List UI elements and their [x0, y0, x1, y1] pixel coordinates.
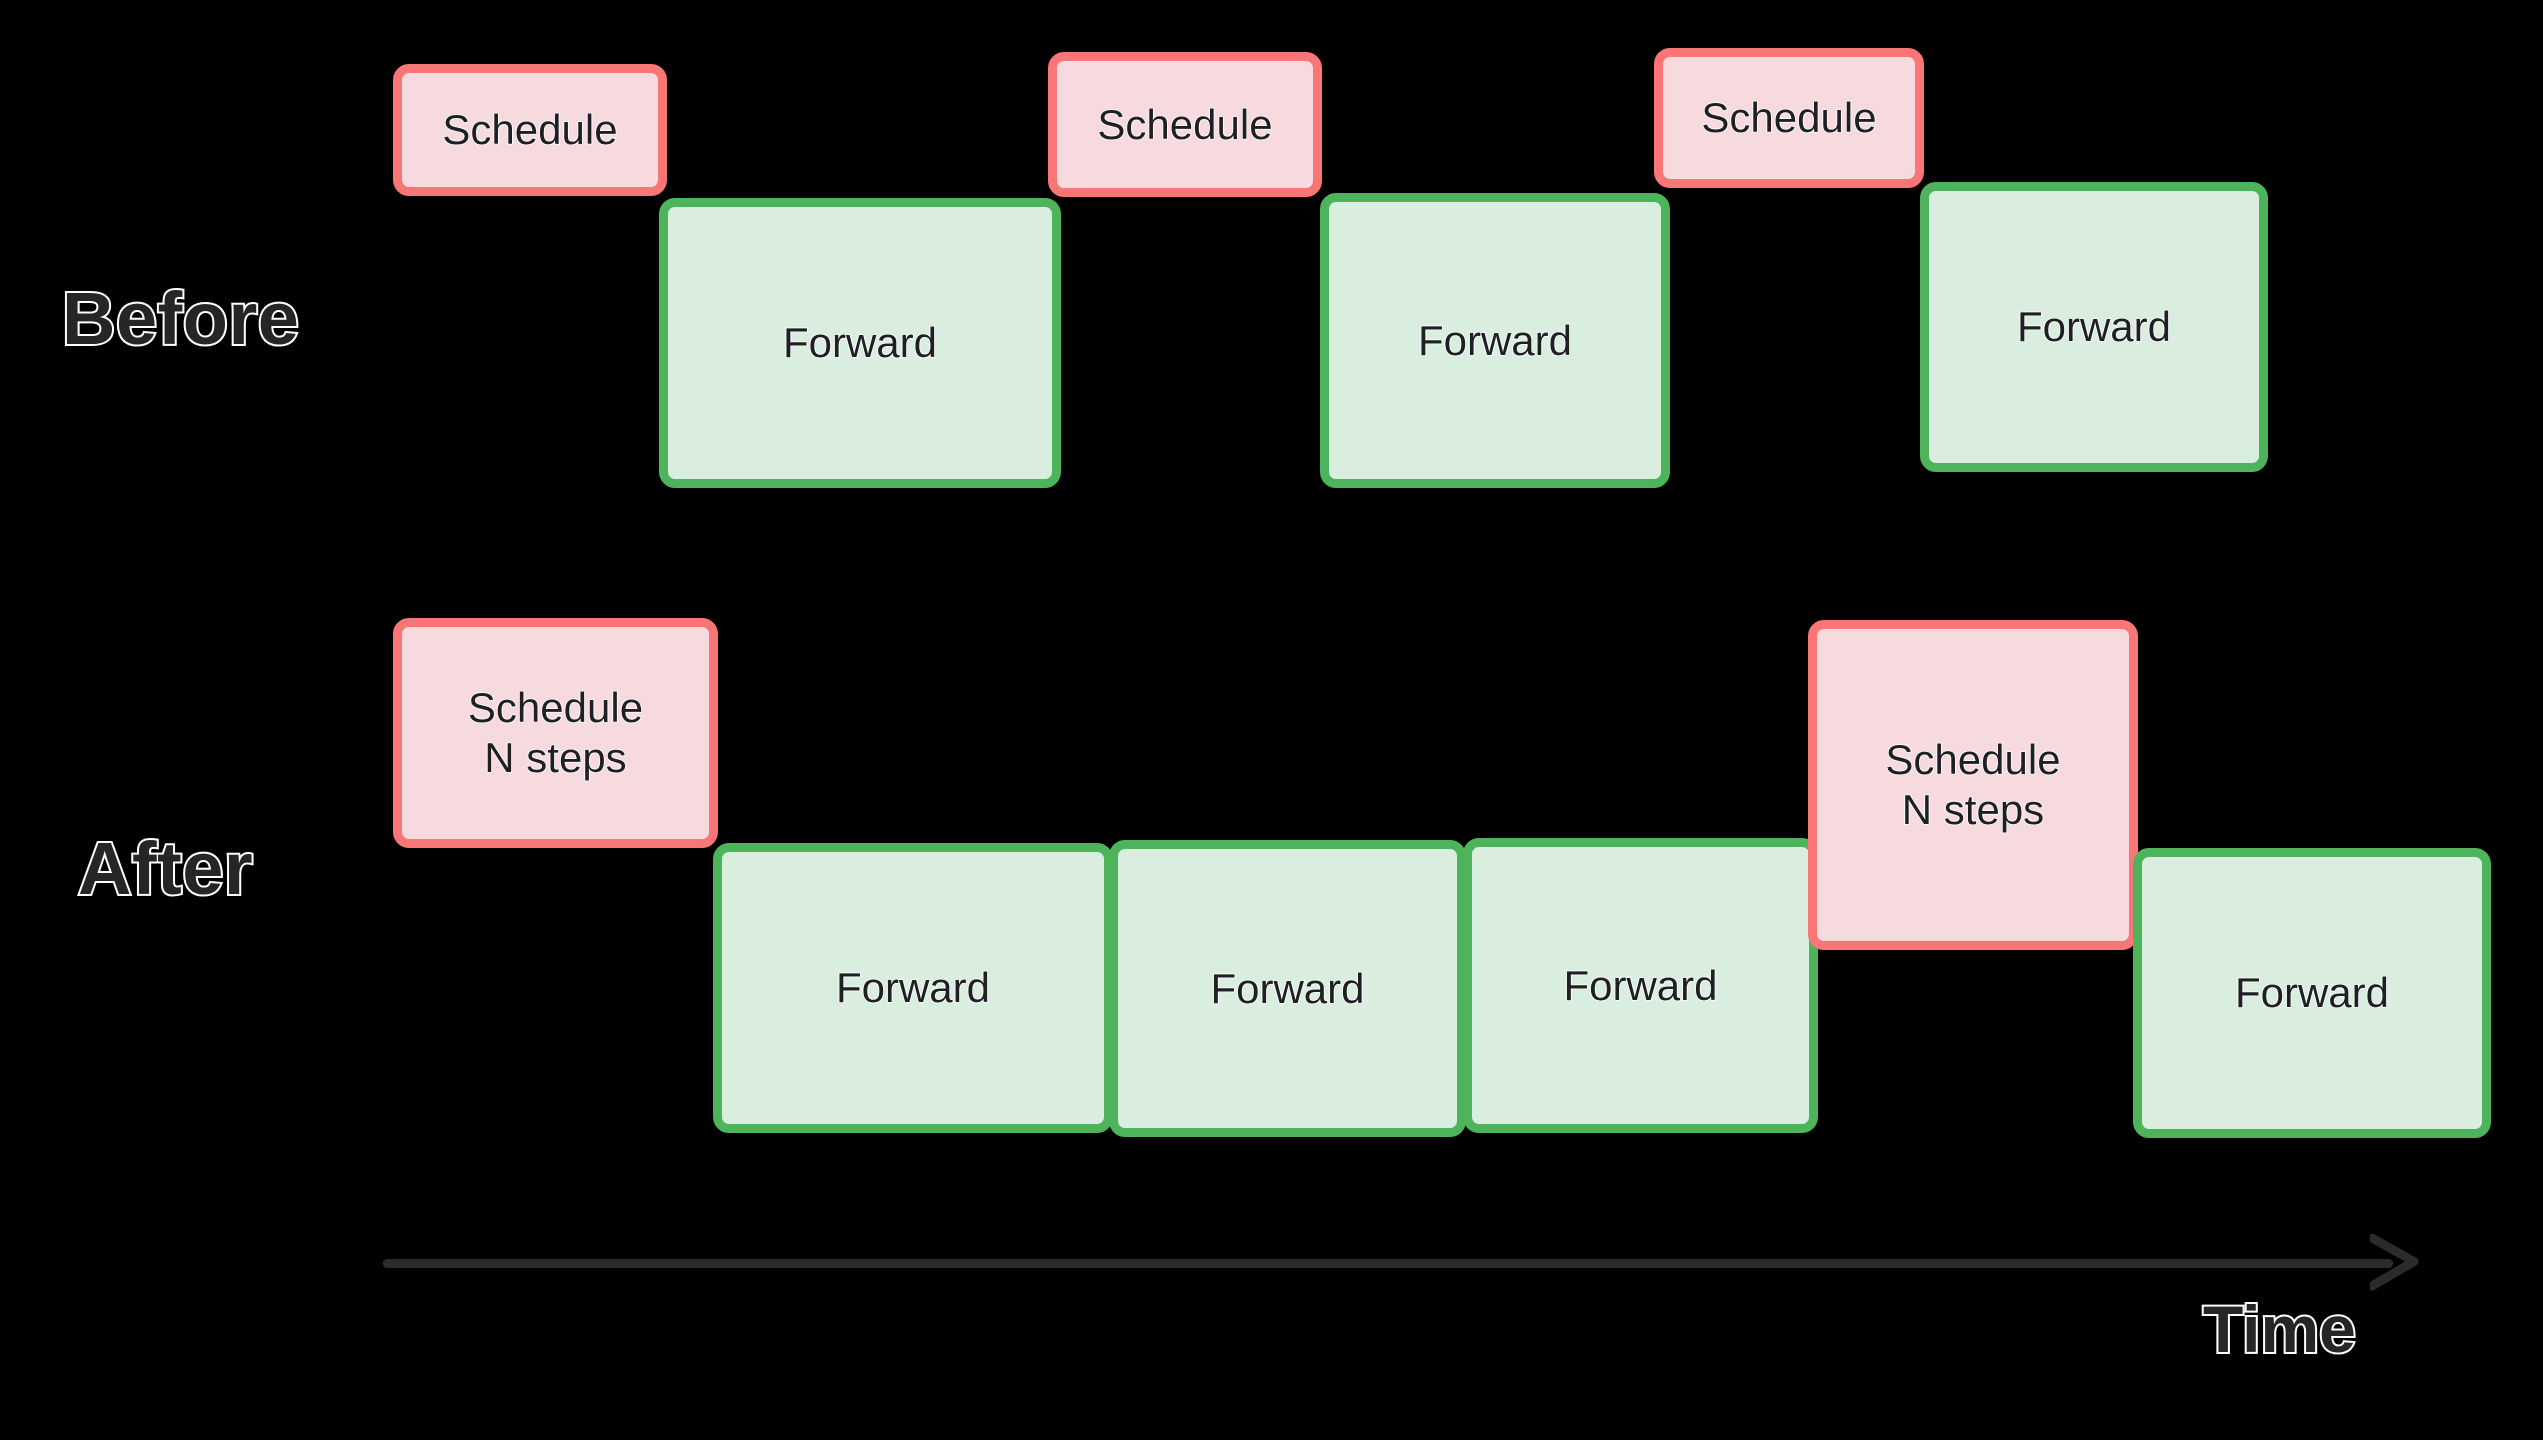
- row-label-before: Before: [60, 277, 301, 360]
- forward-block[interactable]: Forward: [1463, 838, 1818, 1133]
- forward-block[interactable]: Forward: [1109, 840, 1466, 1137]
- schedule-block-label: Schedule: [1097, 100, 1274, 149]
- forward-block-label: Forward: [2016, 302, 2172, 351]
- schedule-block[interactable]: Schedule: [393, 64, 667, 196]
- schedule-block-label: Schedule: [1701, 93, 1878, 142]
- forward-block-label: Forward: [782, 318, 938, 367]
- forward-block[interactable]: Forward: [2133, 848, 2491, 1138]
- time-axis-label: Time: [2201, 1292, 2358, 1366]
- forward-block[interactable]: Forward: [659, 198, 1061, 488]
- schedule-block-label: Schedule: [442, 105, 619, 154]
- schedule-block[interactable]: Schedule N steps: [393, 618, 718, 848]
- forward-block[interactable]: Forward: [713, 843, 1113, 1133]
- forward-block-label: Forward: [1210, 964, 1366, 1013]
- forward-block-label: Forward: [1563, 961, 1719, 1010]
- forward-block[interactable]: Forward: [1920, 182, 2268, 472]
- schedule-block[interactable]: Schedule: [1048, 52, 1322, 197]
- time-axis-line: [383, 1259, 2393, 1268]
- schedule-block-label: Schedule N steps: [1885, 736, 2062, 834]
- schedule-block[interactable]: Schedule N steps: [1808, 620, 2138, 950]
- forward-block-label: Forward: [2234, 968, 2390, 1017]
- schedule-block-label: Schedule N steps: [467, 684, 644, 782]
- row-label-after: After: [76, 827, 255, 910]
- forward-block-label: Forward: [835, 963, 991, 1012]
- schedule-block[interactable]: Schedule: [1654, 48, 1924, 188]
- forward-block-label: Forward: [1417, 316, 1573, 365]
- forward-block[interactable]: Forward: [1320, 193, 1670, 488]
